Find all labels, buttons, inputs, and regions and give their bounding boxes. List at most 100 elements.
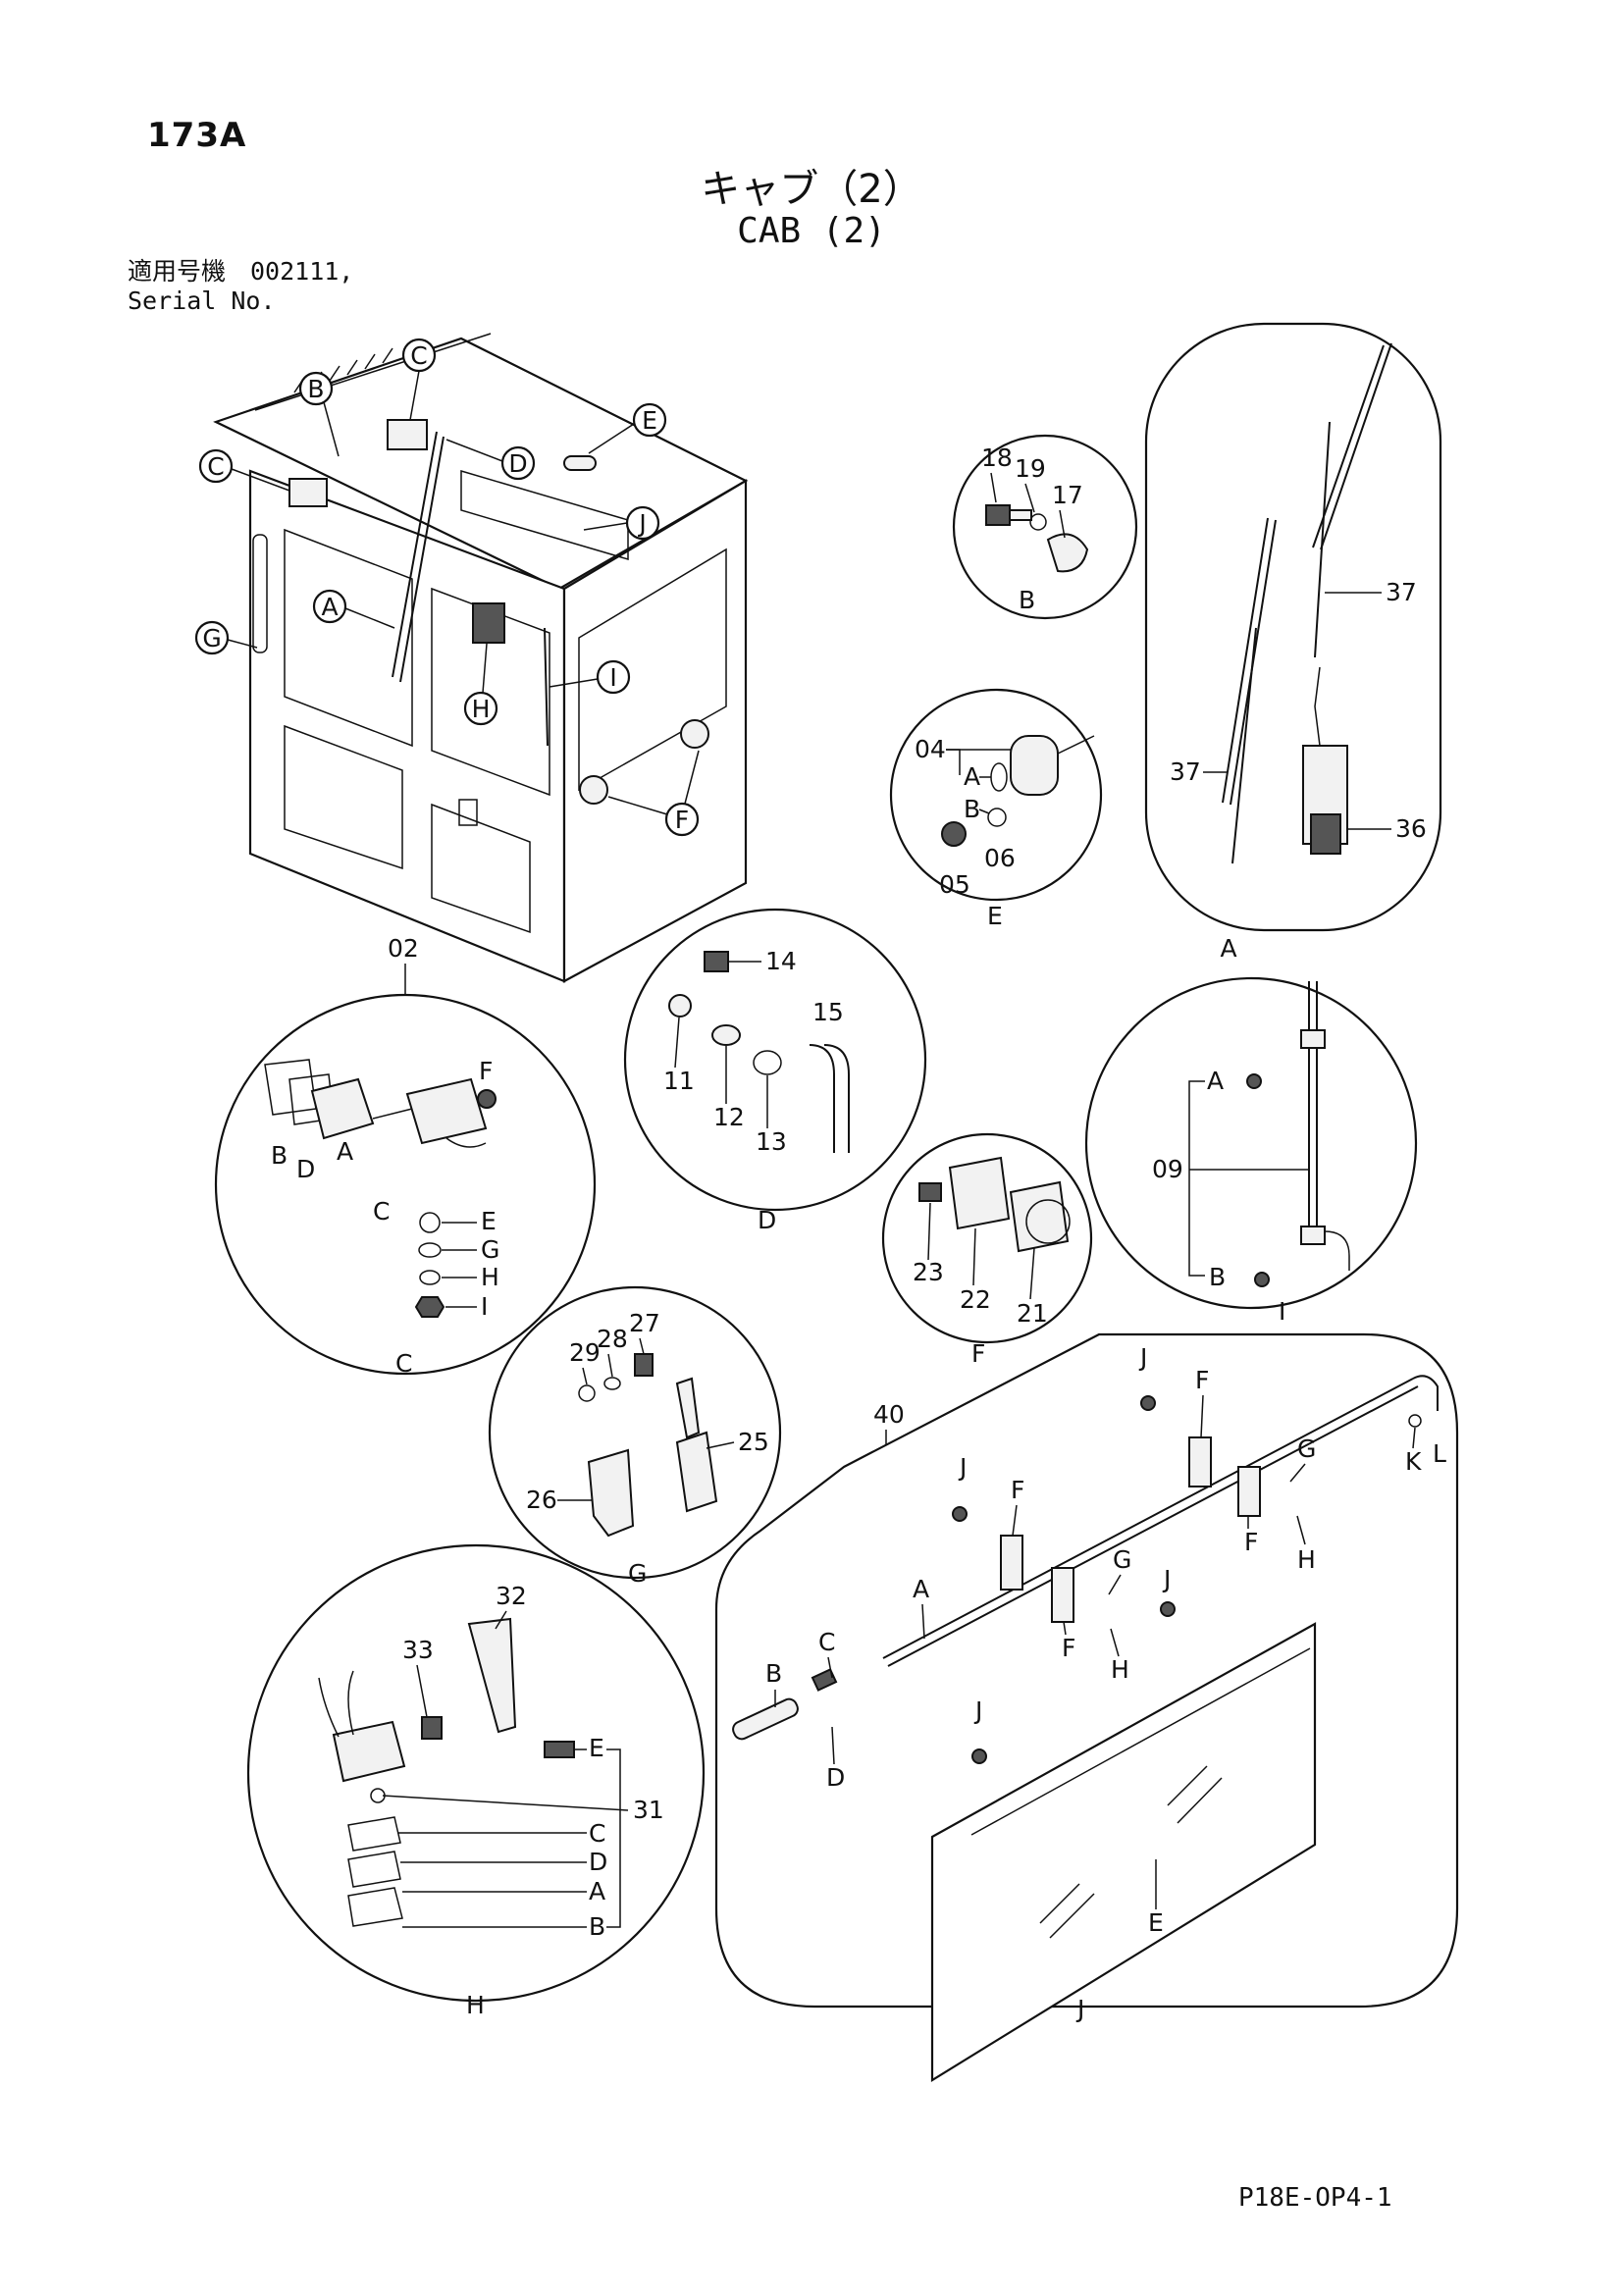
callout-h: H <box>472 695 491 723</box>
detail-j-label-c: C <box>818 1628 835 1656</box>
detail-e-label-05: 05 <box>939 870 970 899</box>
detail-f-label-21: 21 <box>1017 1299 1048 1328</box>
detail-j-ref-40: 40 <box>873 1400 905 1429</box>
detail-a-label-37-upper: 37 <box>1386 578 1417 606</box>
detail-c-label-g: G <box>481 1235 499 1264</box>
detail-a-caption: A <box>1220 934 1236 963</box>
detail-b: 18 19 17 B <box>952 434 1138 620</box>
detail-j-label-j3: J <box>1162 1565 1171 1593</box>
detail-h-label-c: C <box>589 1819 605 1848</box>
detail-b-label-18: 18 <box>981 444 1013 472</box>
detail-d-label-12: 12 <box>713 1103 745 1131</box>
detail-h-label-31: 31 <box>633 1796 664 1824</box>
detail-h-label-b: B <box>589 1912 605 1941</box>
detail-h-label-e: E <box>589 1734 604 1762</box>
detail-h-label-32: 32 <box>496 1582 527 1610</box>
detail-g-label-29: 29 <box>569 1338 601 1367</box>
detail-j-label-k: K <box>1405 1447 1422 1476</box>
callout-g: G <box>202 624 221 652</box>
detail-f-label-23: 23 <box>913 1258 944 1286</box>
detail-a-label-36: 36 <box>1395 814 1427 843</box>
detail-j-label-b: B <box>765 1659 782 1688</box>
detail-c-label-h: H <box>481 1263 499 1291</box>
detail-j-label-j1: J <box>1138 1343 1147 1372</box>
detail-b-caption: B <box>1019 586 1035 614</box>
detail-c-label-i: I <box>481 1292 488 1321</box>
callout-c-top: C <box>410 341 427 370</box>
detail-j-label-h2: H <box>1111 1655 1129 1684</box>
detail-g-label-28: 28 <box>597 1325 628 1353</box>
detail-i-label-09: 09 <box>1152 1155 1183 1183</box>
detail-c-washers <box>414 1212 445 1318</box>
detail-c-label-f: F <box>479 1057 493 1085</box>
detail-c-ref-02: 02 <box>388 934 419 963</box>
callout-e: E <box>642 406 657 435</box>
page-number: 173A <box>147 116 247 155</box>
detail-e-label-b: B <box>964 795 980 823</box>
detail-g-label-26: 26 <box>526 1486 557 1514</box>
detail-f: 23 22 21 F <box>881 1132 1093 1368</box>
detail-f-caption: F <box>971 1339 985 1368</box>
detail-c-label-b: B <box>271 1141 288 1170</box>
detail-j-caption: J <box>1075 1995 1084 2023</box>
callout-b: B <box>307 375 324 403</box>
detail-j-label-g2: G <box>1113 1545 1131 1574</box>
detail-d: 14 11 12 13 15 D <box>623 908 927 1234</box>
page-title-japanese: キャブ（2） <box>701 167 922 212</box>
detail-h-caption: H <box>466 1991 485 2019</box>
detail-a-wiper: 37 37 36 A <box>1144 322 1442 963</box>
detail-c-label-d: D <box>296 1155 315 1183</box>
detail-j-label-f1: F <box>1195 1366 1209 1394</box>
cab-overview <box>213 333 749 983</box>
detail-g-caption: G <box>628 1559 647 1588</box>
detail-a-label-37-lower: 37 <box>1170 757 1201 786</box>
detail-i: A 09 B I <box>1084 976 1418 1326</box>
detail-h-lamp: 33 32 E 31 C D A B H <box>246 1543 706 2019</box>
detail-d-label-13: 13 <box>756 1127 787 1156</box>
page-title-english: CAB (2) <box>737 211 886 251</box>
detail-j-label-f2: F <box>1011 1476 1024 1504</box>
detail-h-label-d: D <box>589 1848 607 1876</box>
detail-b-label-19: 19 <box>1015 454 1046 483</box>
detail-e-caption: E <box>987 902 1003 930</box>
detail-i-caption: I <box>1279 1297 1285 1326</box>
detail-d-label-11: 11 <box>663 1067 695 1095</box>
callout-c-left: C <box>207 452 224 481</box>
detail-j-window: 40 J F G K <box>714 1332 1459 2082</box>
detail-j-label-f3: F <box>1244 1528 1258 1556</box>
detail-c-label-c: C <box>373 1197 390 1226</box>
detail-e-label-a: A <box>964 762 980 791</box>
detail-d-label-14: 14 <box>765 947 797 975</box>
serial-label-english: Serial No. <box>128 287 276 315</box>
callout-j: J <box>637 509 646 538</box>
serial-label-japanese: 適用号機 002111, <box>128 257 354 286</box>
callout-i: I <box>609 663 616 692</box>
detail-j-label-a: A <box>913 1575 929 1603</box>
detail-d-label-15: 15 <box>812 998 844 1026</box>
detail-j-label-e: E <box>1148 1908 1164 1937</box>
detail-j-label-h1: H <box>1297 1545 1316 1574</box>
detail-d-caption: D <box>758 1206 776 1234</box>
detail-c-label-e: E <box>481 1207 497 1235</box>
detail-j-label-l: L <box>1433 1439 1446 1468</box>
callout-f: F <box>675 806 689 834</box>
detail-j-label-d: D <box>826 1763 845 1792</box>
detail-j-label-j2: J <box>958 1453 967 1482</box>
footer-code: P18E-OP4-1 <box>1238 2183 1392 2213</box>
detail-j-label-g1: G <box>1297 1435 1316 1463</box>
detail-j-nuts <box>952 1395 1176 1764</box>
detail-i-label-b: B <box>1209 1263 1226 1291</box>
detail-h-label-a: A <box>589 1877 605 1905</box>
detail-g-label-27: 27 <box>629 1309 660 1337</box>
overview-callouts: C B C D E J A G H I F <box>194 338 700 837</box>
detail-j-label-j4: J <box>973 1696 982 1725</box>
detail-f-label-22: 22 <box>960 1285 991 1314</box>
detail-b-label-17: 17 <box>1052 481 1083 509</box>
detail-c-caption: C <box>395 1349 412 1378</box>
detail-c-label-a: A <box>337 1137 353 1166</box>
serial-number-block: 適用号機 002111, Serial No. <box>128 257 353 316</box>
detail-e-label-04: 04 <box>915 735 946 763</box>
detail-e-label-06: 06 <box>984 844 1016 872</box>
detail-j-label-f4: F <box>1062 1634 1075 1662</box>
